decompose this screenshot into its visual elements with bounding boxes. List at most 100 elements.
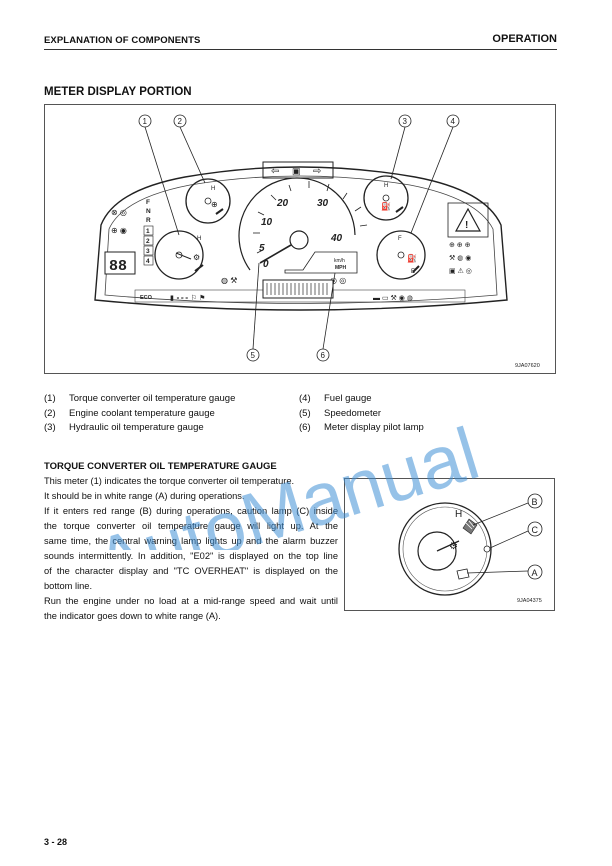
torque-converter-gauge-figure: H ⚙ B C A 9JA04375: [344, 478, 555, 611]
paragraph-line: sounds intermittently. In addition, "E02…: [44, 551, 338, 561]
fuel-icon: ⛽: [407, 253, 417, 263]
caution-lamp: [483, 545, 491, 553]
meter-display-figure: ⇦ ▣ ⇨ 10 20 30 40 5 0: [44, 104, 556, 374]
right-warning-icons-2: ⚒ ◍ ◉: [449, 254, 471, 262]
callout-c-circle: [527, 521, 543, 537]
body-text: This meter (1) indicates the torque conv…: [44, 474, 338, 624]
svg-text:H: H: [197, 236, 201, 242]
white-range: [456, 568, 470, 580]
legend-left: (1)Torque converter oil temperature gaug…: [44, 392, 235, 436]
header-section-label: EXPLANATION OF COMPONENTS: [44, 35, 201, 46]
torque-converter-gauge: H ⚙: [154, 230, 204, 280]
coolant-icon: ⊕: [211, 200, 218, 209]
speed-tick-40: 40: [330, 233, 343, 244]
callout-3: [390, 114, 412, 180]
callout-2-label: 2: [178, 117, 183, 126]
bottom-right-icons: ▬ ▭ ⚒ ◉ ◍: [373, 294, 413, 302]
speedometer-hub: [289, 230, 309, 250]
lcd-hour-meter: [262, 279, 334, 299]
svg-text:!: !: [465, 220, 468, 231]
character-display: [104, 251, 136, 275]
svg-text:R: R: [146, 217, 151, 224]
speedometer: 10 20 30 40 5 0 km/h MPH: [238, 177, 368, 274]
right-warning-icons-3: ▣ ⚠ ◎: [449, 267, 472, 275]
svg-text:F: F: [398, 236, 402, 242]
speed-tick-20: 20: [276, 198, 289, 209]
callout-2: [173, 114, 206, 184]
page-number: 3 - 28: [44, 837, 68, 847]
figure-small-id: 9JA04375: [517, 598, 542, 604]
eco-label: ECO: [140, 295, 153, 301]
callout-4-label: 4: [451, 117, 456, 126]
turn-left-icon: ⇦: [271, 166, 279, 177]
header-chapter-label: OPERATION: [492, 33, 557, 45]
legend-item: (5)Speedometer: [299, 407, 382, 419]
hydraulic-oil-gauge: H ⛽: [363, 175, 409, 221]
gauge-detail-drawing: H ⚙ B C A 9JA04375: [398, 493, 543, 604]
legend-item: (6)Meter display pilot lamp: [299, 422, 424, 433]
svg-text:F: F: [146, 199, 150, 206]
gauge-h-label: H: [455, 509, 462, 520]
svg-text:H: H: [211, 186, 215, 192]
speed-tick-0: 0: [263, 259, 269, 270]
callout-6-label: 6: [321, 351, 326, 360]
callout-b-label: B: [532, 497, 538, 507]
legend-item: (2)Engine coolant temperature gauge: [44, 407, 215, 419]
callout-6: [316, 272, 336, 362]
svg-text:3: 3: [146, 248, 150, 255]
speedometer-needle: [259, 244, 292, 264]
legend-item: (4)Fuel gauge: [299, 393, 372, 404]
gauge-bezel: [398, 502, 492, 596]
torque-converter-icon: ⚙: [193, 253, 200, 262]
central-warning-triangle: [454, 207, 482, 232]
left-warning-icons-2: ⊕ ◉: [111, 226, 127, 235]
header-rule: [44, 49, 557, 50]
speed-tick-5: 5: [259, 243, 265, 254]
callout-4: [410, 114, 460, 234]
character-display-digits: 88: [109, 258, 127, 275]
legend-item: (1)Torque converter oil temperature gaug…: [44, 393, 236, 404]
meter-panel-drawing: ⇦ ▣ ⇨ 10 20 30 40 5 0: [94, 114, 540, 369]
paragraph-line: of the character display and "TC OVERHEA…: [44, 566, 338, 576]
right-warning-icons: ⊕ ⊕ ⊕: [449, 242, 471, 249]
speed-unit-label: km/h: [334, 258, 345, 264]
paragraph-line: It should be in white range (A) during o…: [44, 491, 245, 501]
subsection-title: TORQUE CONVERTER OIL TEMPERATURE GAUGE: [44, 461, 277, 472]
paragraph-line: Run the engine under no load at a mid-ra…: [44, 596, 338, 606]
panel-outline: [94, 166, 508, 311]
fuel-gauge: F E ⛽: [376, 230, 426, 280]
mph-label: MPH: [335, 265, 347, 271]
callout-5-label: 5: [251, 351, 256, 360]
panel-inner-outline: [104, 175, 498, 304]
legend-right: (4)Fuel gauge (5)Speedometer (6)Meter di…: [299, 392, 424, 436]
coolant-gauge: H ⊕: [185, 178, 231, 224]
paragraph-line: the indicator goes down to white range (…: [44, 611, 221, 621]
turn-right-icon: ⇨: [313, 166, 321, 177]
callout-5: [246, 262, 260, 362]
middle-icons: ◍ ⚒: [221, 276, 237, 285]
hydraulic-oil-icon: ⛽: [381, 201, 391, 211]
headlight-icon: ▣: [292, 166, 301, 176]
svg-text:4: 4: [146, 258, 150, 265]
figure-main-id: 9JA07620: [515, 363, 540, 369]
callout-1-label: 1: [143, 117, 148, 126]
svg-text:2: 2: [146, 238, 150, 245]
section-title: METER DISPLAY PORTION: [44, 86, 192, 98]
speed-tick-10: 10: [261, 217, 273, 228]
callout-b-circle: [527, 493, 543, 509]
bottom-left-icons: ▮ ∘∘∘ ⚐ ⚑: [170, 294, 205, 302]
torque-converter-icon: ⚙: [449, 541, 458, 552]
callout-c-label: C: [532, 525, 539, 535]
svg-text:1: 1: [146, 228, 150, 235]
callout-3-label: 3: [403, 117, 408, 126]
speed-tick-30: 30: [317, 198, 329, 209]
paragraph-line: the torque converter oil temperature gau…: [44, 521, 338, 531]
callout-1: [138, 114, 180, 236]
legend-item: (3)Hydraulic oil temperature gauge: [44, 422, 204, 433]
svg-text:H: H: [384, 183, 388, 189]
shift-indicator-column: F N R 1 2 3 4: [143, 199, 154, 266]
left-warning-icons: ⊗ ◎: [111, 208, 127, 217]
paragraph-line: same time, the central warning lamp ligh…: [44, 536, 338, 546]
callout-a-label: A: [532, 568, 538, 578]
paragraph-line: If it enters red range (B) during operat…: [44, 506, 338, 516]
